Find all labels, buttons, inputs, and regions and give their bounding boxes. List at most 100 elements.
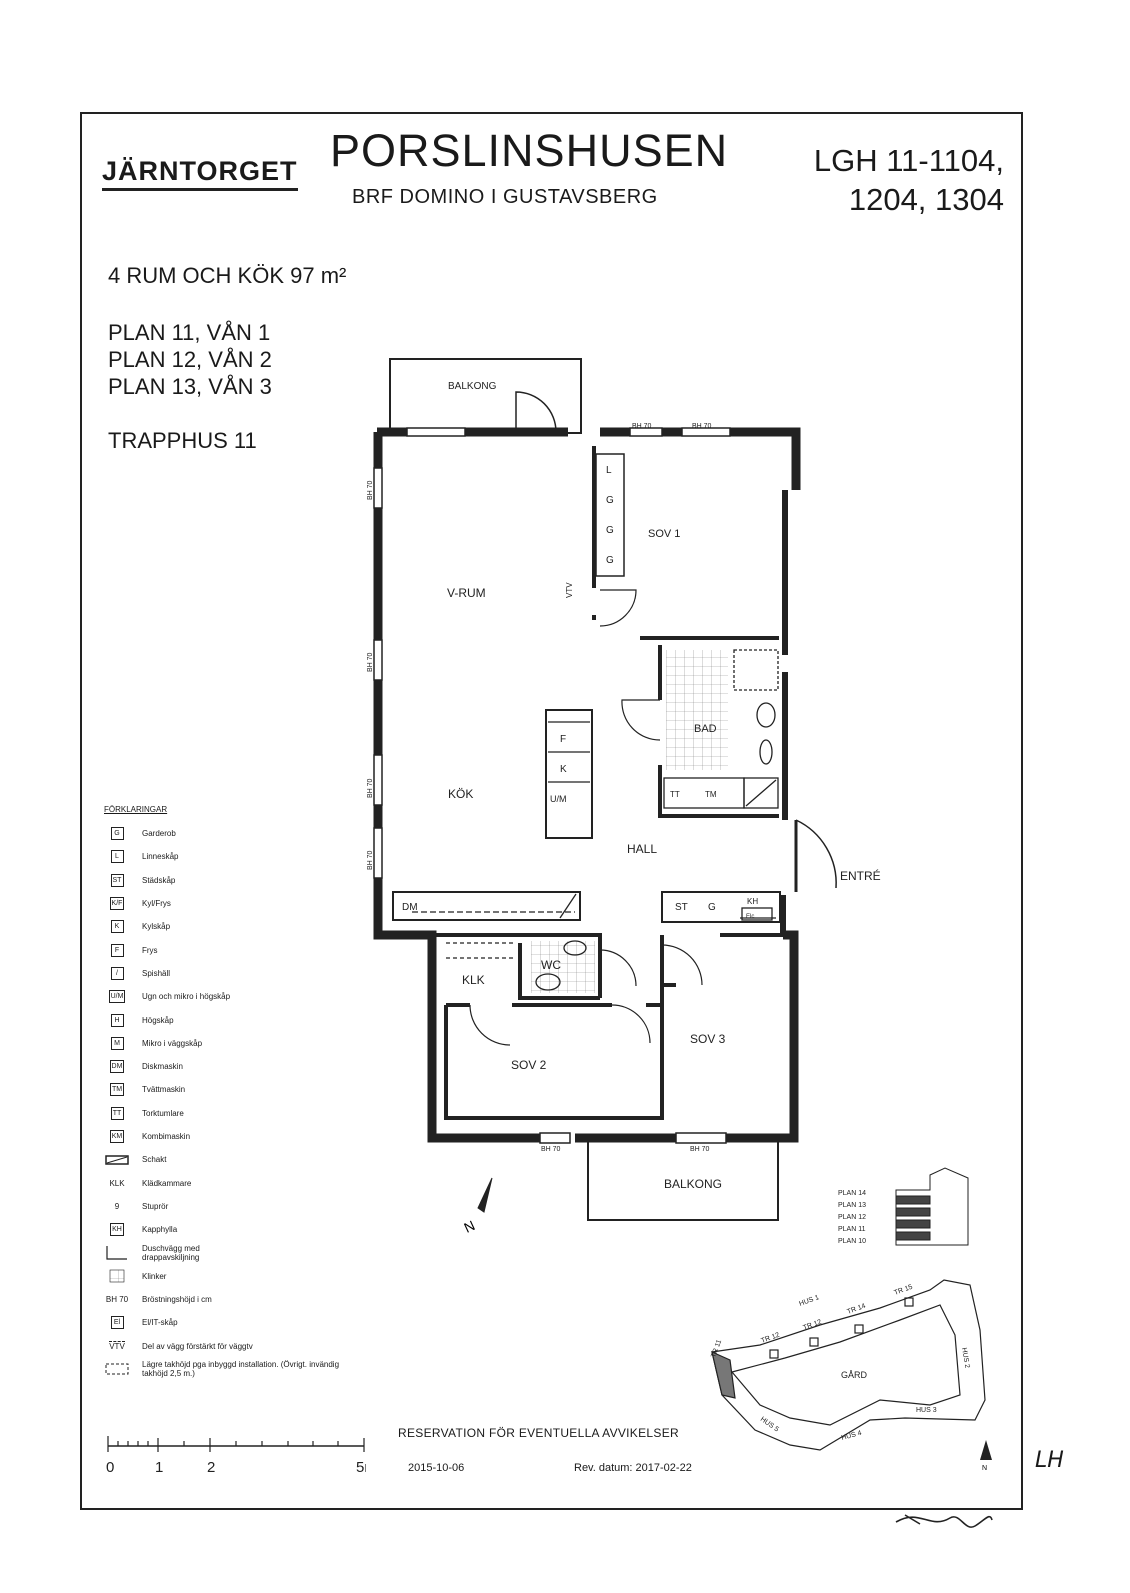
room-bathroom: BAD (694, 723, 717, 735)
north-arrow-icon: N (461, 1177, 493, 1236)
level-item: PLAN 11, VÅN 1 (108, 320, 271, 345)
signature (895, 1514, 993, 1528)
room-bedroom-3: SOV 3 (690, 1032, 726, 1046)
svg-text:N: N (461, 1217, 477, 1236)
project-title: PORSLINSHUSEN (330, 125, 729, 176)
sill-height-label: BH 70 (367, 652, 374, 672)
fixture-freezer: F (560, 734, 566, 745)
fixture-fridge: K (560, 764, 567, 775)
room-balcony-top: BALKONG (448, 381, 497, 392)
revision-date: Rev. datum: 2017-02-22 (574, 1462, 692, 1474)
sill-height-label: BH 70 (632, 423, 652, 430)
drawing-date: 2015-10-06 (408, 1462, 465, 1474)
building-section-icon (895, 1167, 969, 1246)
section-floor-label: PLAN 14 (838, 1190, 866, 1197)
section-floor-label: PLAN 13 (838, 1202, 866, 1209)
site-plan (711, 1279, 986, 1451)
room-wc: WC (541, 958, 561, 972)
apartment-summary: 4 RUM OCH KÖK 97 m² (108, 263, 347, 288)
site-building: HUS 4 (841, 1430, 863, 1442)
site-stairwell: TR 12 (802, 1319, 822, 1332)
shaft-icon (105, 1155, 129, 1165)
room-kitchen: KÖK (448, 787, 473, 801)
section-floor-label: PLAN 12 (838, 1214, 866, 1221)
bathroom-tiles (666, 650, 728, 770)
scale-label: 0 (106, 1459, 114, 1476)
fixture-electric-cabinet: Elc (746, 914, 754, 920)
section-floor-label: PLAN 11 (838, 1226, 866, 1233)
site-stairwell: TR 15 (893, 1284, 913, 1297)
wc-tiles (531, 941, 595, 993)
reservation-notice: RESERVATION FÖR EVENTUELLA AVVIKELSER (398, 1426, 679, 1440)
sill-height-label: BH 70 (367, 778, 374, 798)
fixture-oven-micro: U/M (550, 794, 567, 804)
lowered-ceiling-icon (105, 1363, 129, 1375)
sill-height-label: BH 70 (690, 1146, 710, 1153)
fixture-cleaning-closet: ST (675, 902, 688, 913)
shower-area (733, 649, 779, 691)
toilet-icon (756, 702, 776, 728)
legend-item: Klinker (104, 1265, 354, 1288)
site-stairwell: TR 14 (846, 1303, 866, 1316)
scale-bar: 0 1 2 5m (106, 1436, 366, 1476)
balcony-top-outline (389, 358, 582, 434)
legend-item: /Spishäll (104, 962, 354, 985)
sill-height-label: BH 70 (541, 1146, 561, 1153)
legend-item: Schakt (104, 1148, 354, 1171)
entrance-door (795, 819, 837, 889)
shower-wall-icon (106, 1245, 127, 1260)
site-building: HUS 5 (759, 1416, 780, 1434)
fixture-washer: TM (705, 790, 717, 799)
fixture-wardrobe: G (606, 525, 614, 536)
room-bedroom-2: SOV 2 (511, 1058, 547, 1072)
room-living: V-RUM (447, 586, 486, 600)
site-building: HUS 2 (960, 1347, 970, 1369)
handwritten-initials: LH (1035, 1448, 1064, 1473)
brand-logo: JÄRNTORGET (102, 156, 298, 191)
fixture-tv-wall: VTV (565, 582, 574, 598)
svg-text:N: N (982, 1465, 987, 1472)
sink-icon (563, 940, 587, 956)
site-courtyard: GÅRD (841, 1370, 868, 1380)
site-building: HUS 3 (916, 1407, 937, 1414)
scale-label: 2 (207, 1459, 215, 1476)
room-hall: HALL (627, 842, 657, 856)
kitchen-island (545, 709, 593, 839)
stairwell-label: TRAPPHUS 11 (108, 428, 257, 453)
balcony-door (515, 391, 557, 433)
fixture-dryer: TT (670, 790, 680, 799)
sink-icon (759, 739, 773, 765)
drawing-frame (80, 112, 1023, 1510)
fixture-wardrobe: G (708, 902, 716, 913)
toilet-icon (535, 973, 561, 991)
scale-label: 5m (356, 1459, 366, 1476)
level-list: PLAN 11, VÅN 1 PLAN 12, VÅN 2 PLAN 13, V… (108, 319, 272, 400)
level-item: PLAN 12, VÅN 2 (108, 347, 272, 372)
fixture-wardrobe: G (606, 555, 614, 566)
legend-item: Duschvägg med drappavskiljning (104, 1241, 354, 1264)
apartment-id: LGH 11-1104, 1204, 1304 (813, 143, 1004, 217)
shaft-icon (743, 777, 779, 809)
section-floor-label: PLAN 10 (838, 1238, 866, 1245)
sill-height-label: BH 70 (692, 423, 712, 430)
entrance-label: ENTRÉ (840, 868, 881, 883)
fixture-dishwasher: DM (402, 902, 418, 913)
